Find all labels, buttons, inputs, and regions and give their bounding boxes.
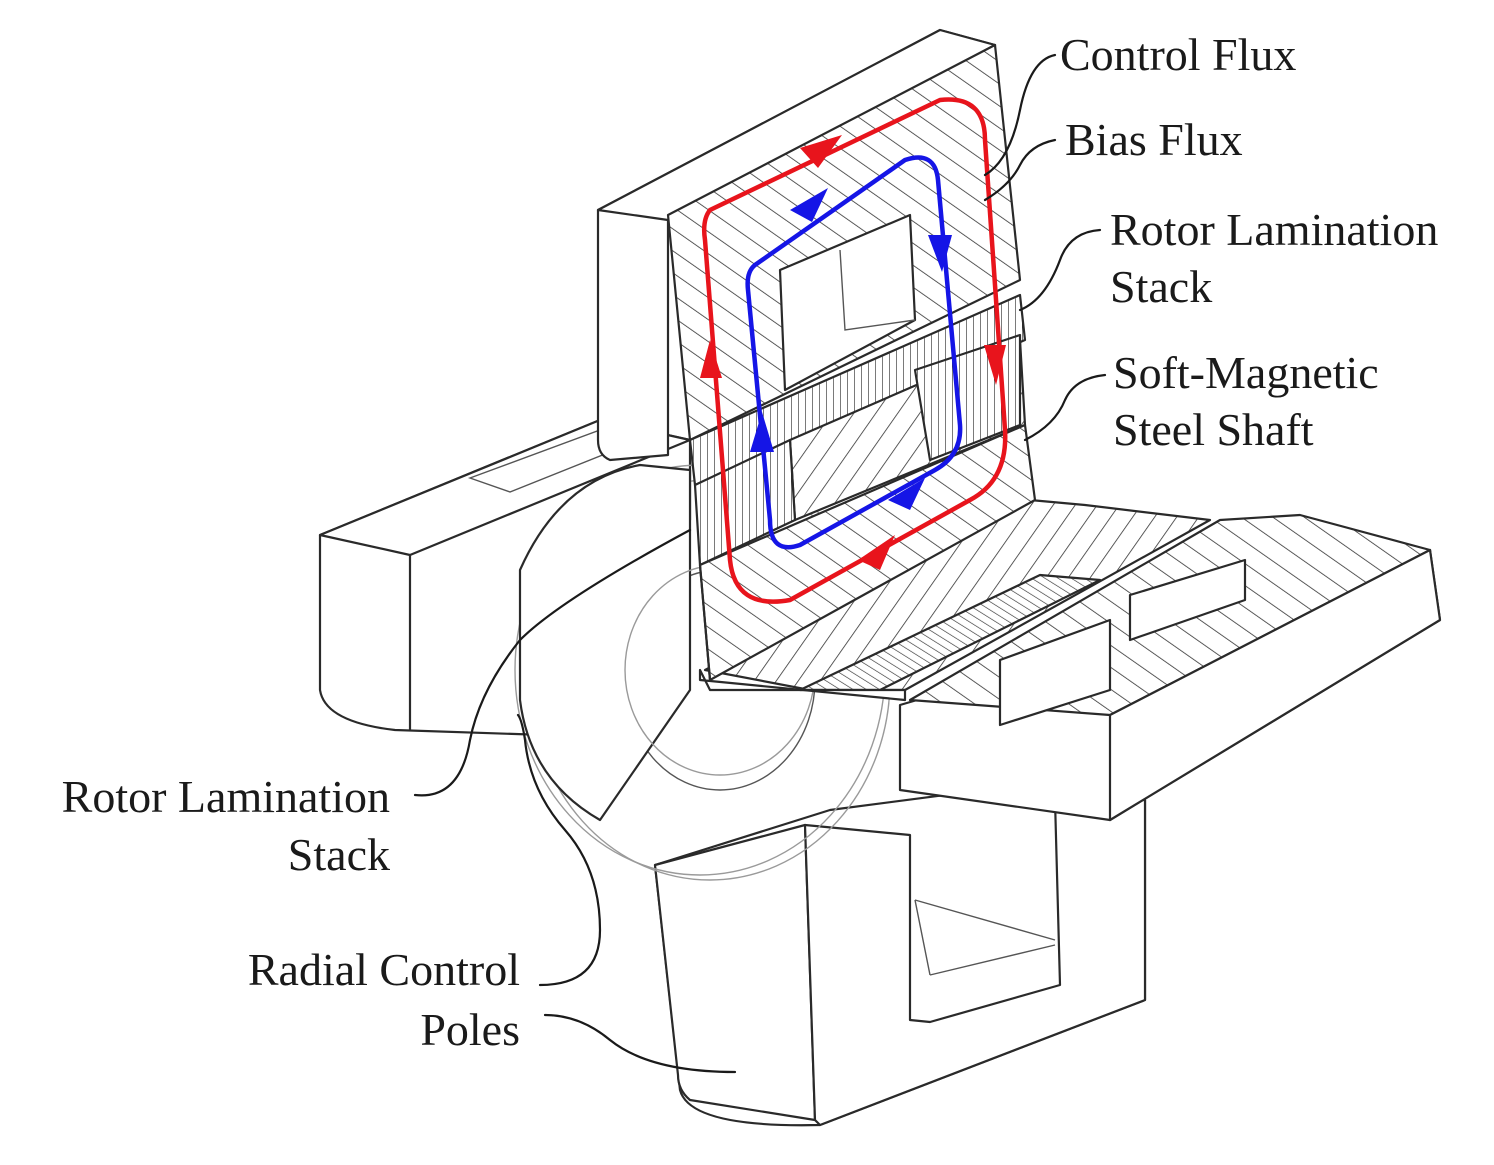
bias-flux-arrow-left — [750, 412, 774, 452]
label-rotor-lamination-top-1: Rotor Lamination — [1110, 204, 1438, 255]
labels: Control Flux Bias Flux Rotor Lamination … — [62, 29, 1439, 1055]
bottom-radial-pole — [653, 778, 1147, 1127]
label-rotor-lamination-left-1: Rotor Lamination — [62, 771, 390, 822]
label-radial-poles-2: Poles — [420, 1004, 520, 1055]
control-flux-arrow-top — [800, 135, 842, 168]
bias-flux-arrow-top — [790, 188, 828, 222]
control-flux-arrow-left — [700, 340, 722, 378]
right-radial-pole — [898, 513, 1442, 822]
top-radial-pole — [596, 28, 1037, 682]
control-flux-path — [700, 97, 1008, 604]
label-soft-magnetic-2: Steel Shaft — [1113, 404, 1314, 455]
control-flux-arrow-right — [984, 345, 1006, 385]
bias-flux-arrow-right — [928, 235, 952, 272]
label-soft-magnetic-1: Soft-Magnetic — [1113, 347, 1379, 398]
shaft-section — [698, 498, 1212, 702]
control-flux-arrow-bottom — [858, 535, 895, 570]
bias-flux-arrow-bottom — [888, 478, 925, 510]
label-rotor-lamination-left-2: Stack — [288, 829, 390, 880]
label-rotor-lamination-top-2: Stack — [1110, 261, 1212, 312]
leader-lines — [413, 53, 1107, 1074]
label-bias-flux: Bias Flux — [1065, 114, 1243, 165]
bias-flux-path — [745, 155, 963, 550]
label-radial-poles-1: Radial Control — [248, 944, 520, 995]
label-control-flux: Control Flux — [1060, 29, 1296, 80]
